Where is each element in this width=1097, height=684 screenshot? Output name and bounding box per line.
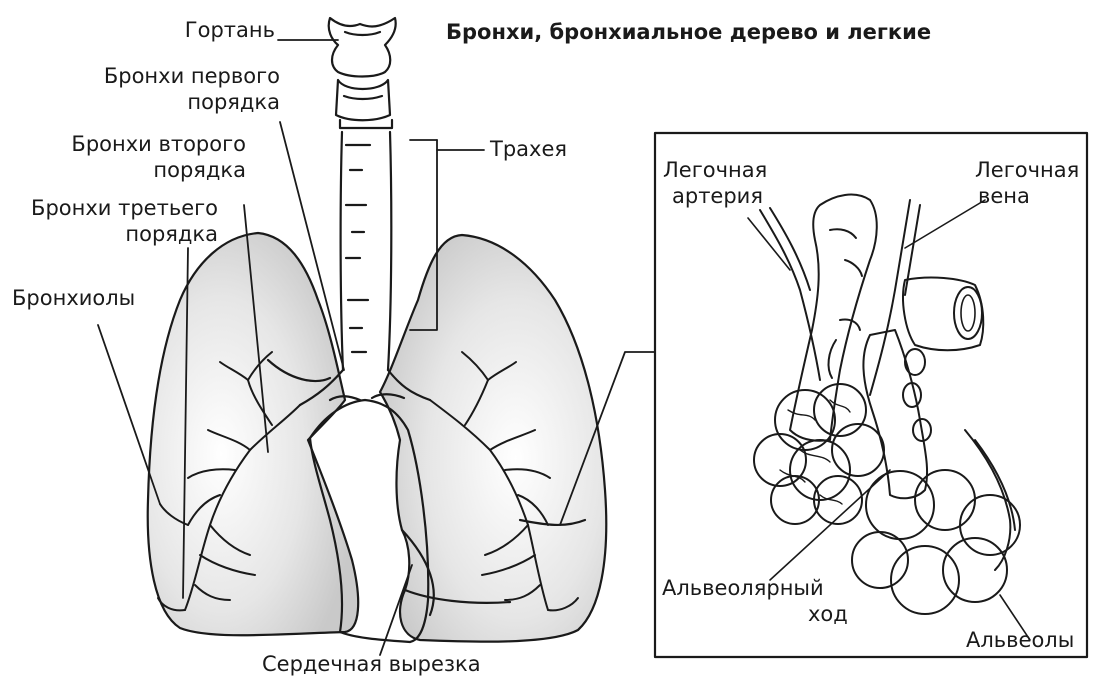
trachea <box>340 120 392 370</box>
label-alveoli: Альвеолы <box>966 628 1074 653</box>
label-bronchi-first-line1: Бронхи первого <box>80 64 280 89</box>
label-bronchioles: Бронхиолы <box>12 286 135 311</box>
label-larynx: Гортань <box>150 18 275 43</box>
label-pulmonary-vein-line2: вена <box>978 184 1030 209</box>
label-cardiac-notch: Сердечная вырезка <box>262 652 481 677</box>
label-trachea: Трахея <box>490 137 567 162</box>
label-bronchi-third-line1: Бронхи третьего <box>0 196 218 221</box>
label-bronchi-first-line2: порядка <box>80 90 280 115</box>
larynx <box>329 18 396 120</box>
label-alveolar-duct-line1: Альвеолярный <box>662 576 824 601</box>
label-bronchi-second-line2: порядка <box>60 158 246 183</box>
left-lung <box>380 235 606 642</box>
label-pulmonary-vein-line1: Легочная <box>975 158 1079 183</box>
alveolar-detail <box>754 195 1020 614</box>
label-pulmonary-artery-line2: артерия <box>672 184 763 209</box>
diagram-title: Бронхи, бронхиальное дерево и легкие <box>446 19 931 45</box>
label-pulmonary-artery-line1: Легочная <box>663 158 767 183</box>
label-bronchi-third-line2: порядка <box>0 222 218 247</box>
label-alveolar-duct-line2: ход <box>808 602 848 627</box>
label-bronchi-second-line1: Бронхи второго <box>60 132 246 157</box>
